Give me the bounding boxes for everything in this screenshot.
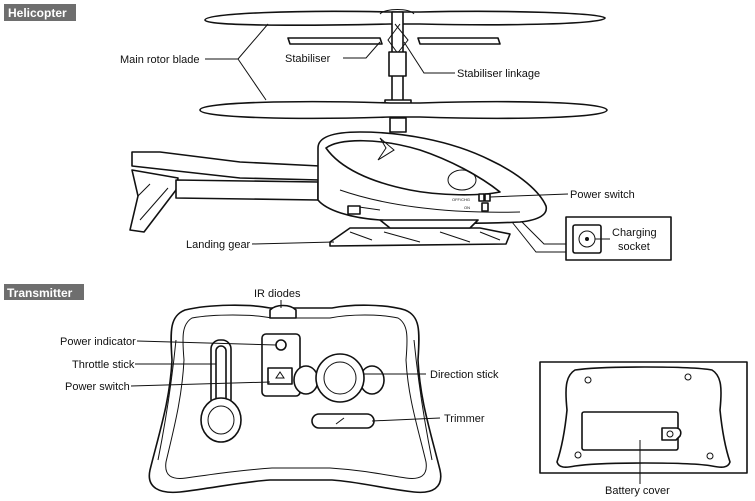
power-indicator-leader [136,340,277,346]
ir-diodes [269,304,297,319]
top-rotor-blade [204,10,606,26]
landing-gear [329,227,511,247]
battery-cover-label: Battery cover [605,485,670,497]
stabiliser-linkage-label: Stabiliser linkage [457,68,540,80]
helicopter-section-header: Helicopter [4,4,76,21]
landing-gear-leader [251,241,335,245]
helicopter-header-text: Helicopter [8,6,67,20]
trimmer-leader [371,417,441,422]
trimmer-label: Trimmer [444,413,485,425]
battery-cover-panel [539,361,748,474]
stabiliser-label: Stabiliser [285,53,331,65]
direction-stick-label: Direction stick [430,369,499,381]
stabiliser-linkage-leader [403,41,455,74]
main-rotor-blade-leader [205,23,269,101]
charging-label-line1: Charging [612,227,657,239]
trimmer[interactable] [311,413,375,429]
transmitter-power-switch[interactable] [267,367,293,385]
throttle-stick-label: Throttle stick [72,359,135,371]
switch-off-text: OFF/CHG [452,197,470,202]
main-rotor-blade-label: Main rotor blade [120,54,200,66]
stabiliser-bar [287,37,383,45]
heli-power-switch [478,193,485,202]
charging-label-line2: socket [618,241,650,253]
transmitter-header-text: Transmitter [7,286,73,300]
power-switch-label: Power switch [570,189,635,201]
power-switch-tx-label: Power switch [65,381,130,393]
power-switch-leader [489,193,569,198]
direction-stick[interactable] [315,353,365,403]
power-indicator-label: Power indicator [60,336,136,348]
tail-fin [129,169,179,233]
stabiliser-leader [343,41,381,59]
power-indicator-led [275,339,287,351]
ir-diodes-label: IR diodes [254,288,301,300]
bottom-rotor-blade [199,100,608,120]
transmitter-section-header: Transmitter [4,284,84,300]
switch-on-text: ON [464,205,470,210]
helicopter-drawing: OFF/CHG ON [129,9,672,261]
transmitter-drawing [148,304,442,494]
power-switch-tx-leader [130,381,271,387]
landing-gear-label: Landing gear [186,239,251,251]
